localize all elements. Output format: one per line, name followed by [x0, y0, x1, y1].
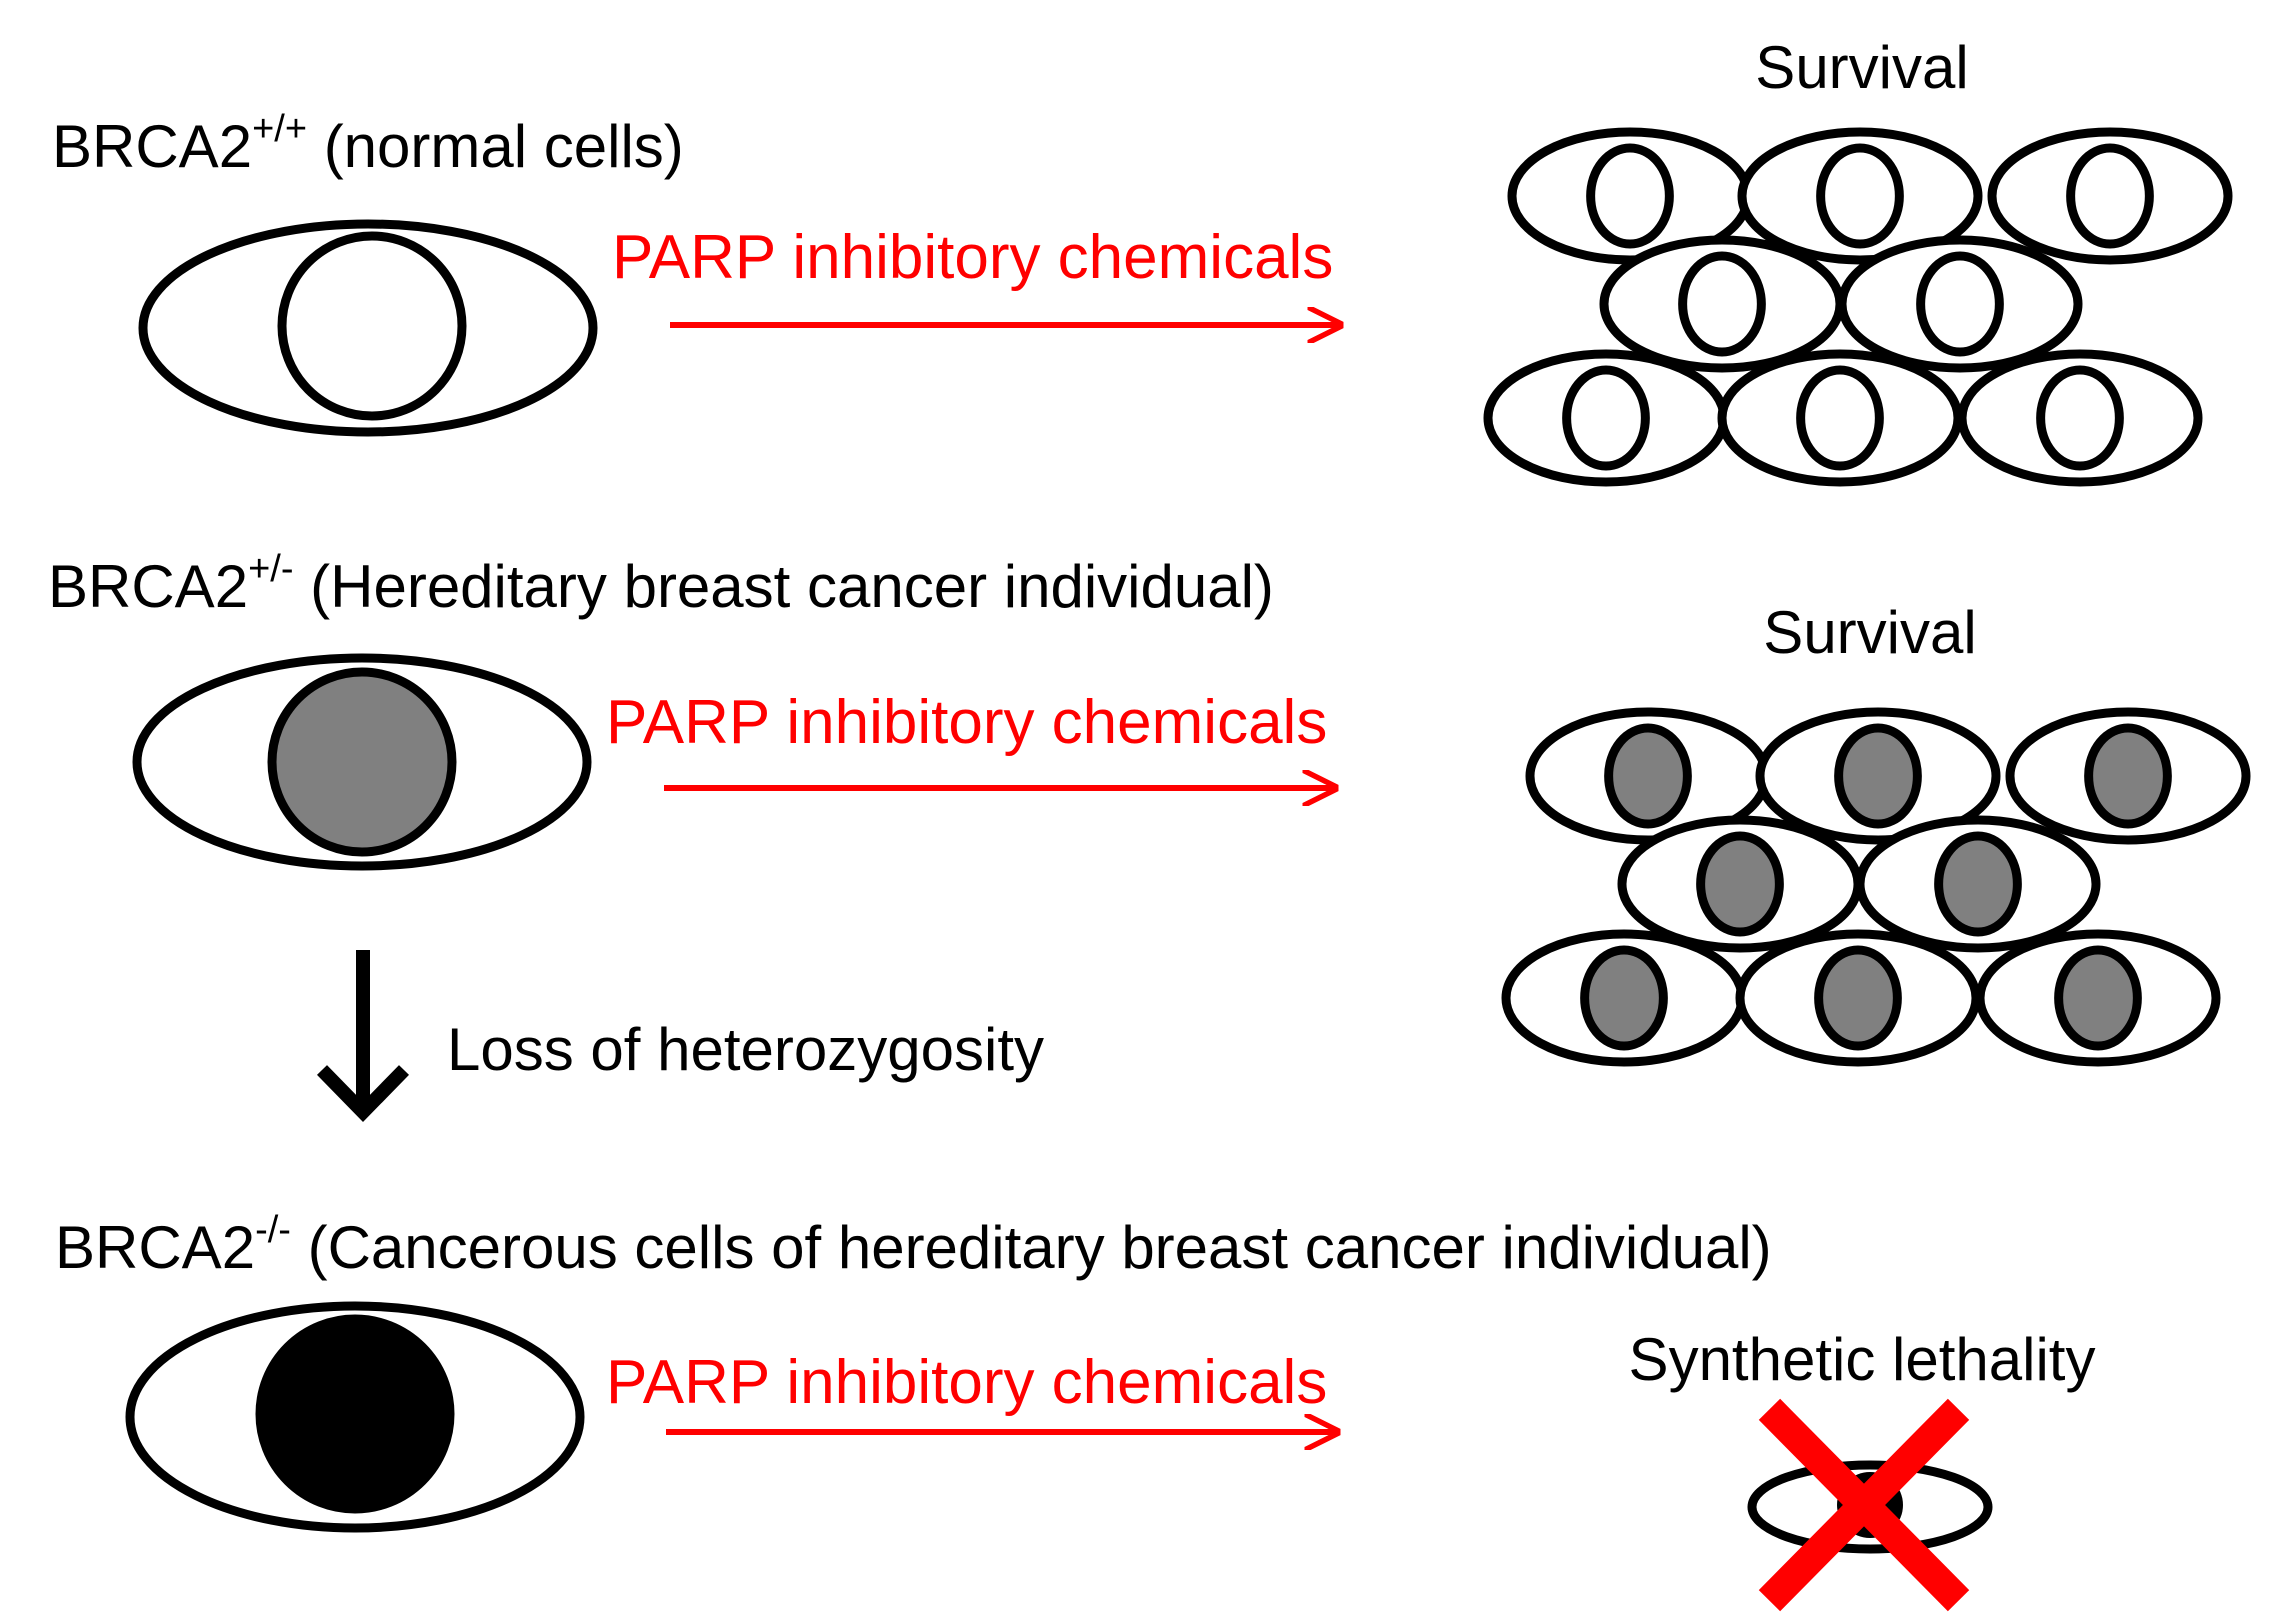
outcome-label-heterozygous: Survival: [1763, 599, 1976, 666]
treatment-label-homozygous: PARP inhibitory chemicals: [606, 1348, 1327, 1417]
colony-cell: [1501, 929, 1747, 1067]
genotype-label-homozygous: BRCA2-/- (Cancerous cells of hereditary …: [55, 1209, 1772, 1281]
single-cell-homozygous: [125, 1301, 585, 1533]
colony-cell: [1735, 929, 1981, 1067]
outcome-label-homozygous: Synthetic lethality: [1629, 1326, 2096, 1393]
single-cell-normal: [138, 219, 598, 437]
colony-cell: [1987, 127, 2233, 265]
single-cell-heterozygous: [132, 653, 592, 871]
outcome-label-normal: Survival: [1755, 34, 1968, 101]
colony-cell: [1755, 707, 2001, 845]
transition-label: Loss of heterozygosity: [447, 1016, 1044, 1083]
cell-colony-heterozygous: [1501, 707, 2251, 1067]
row-heterozygous: BRCA2+/- (Hereditary breast cancer indiv…: [48, 548, 2251, 1067]
treatment-label-normal: PARP inhibitory chemicals: [612, 223, 1333, 292]
colony-cell: [1737, 127, 1983, 265]
colony-cell: [1837, 235, 2083, 373]
colony-cell: [1855, 815, 2101, 953]
loss-of-heterozygosity-transition: Loss of heterozygosity: [316, 950, 1044, 1123]
genotype-label-normal: BRCA2+/+ (normal cells): [52, 108, 684, 180]
row-normal: BRCA2+/+ (normal cells) PARP inhibitory …: [52, 34, 2233, 487]
colony-cell: [1483, 349, 1729, 487]
colony-cell: [1975, 929, 2221, 1067]
colony-cell: [1957, 349, 2203, 487]
colony-cell: [2005, 707, 2251, 845]
x-mark-icon: [1758, 1398, 1970, 1612]
colony-cell: [1717, 349, 1963, 487]
down-arrow-icon: [316, 950, 410, 1123]
cell-colony-normal: [1483, 127, 2233, 487]
row-homozygous: BRCA2-/- (Cancerous cells of hereditary …: [55, 1209, 2096, 1612]
colony-cell: [1617, 815, 1863, 953]
treatment-label-heterozygous: PARP inhibitory chemicals: [606, 688, 1327, 757]
colony-cell: [1599, 235, 1845, 373]
genotype-label-heterozygous: BRCA2+/- (Hereditary breast cancer indiv…: [48, 548, 1274, 620]
